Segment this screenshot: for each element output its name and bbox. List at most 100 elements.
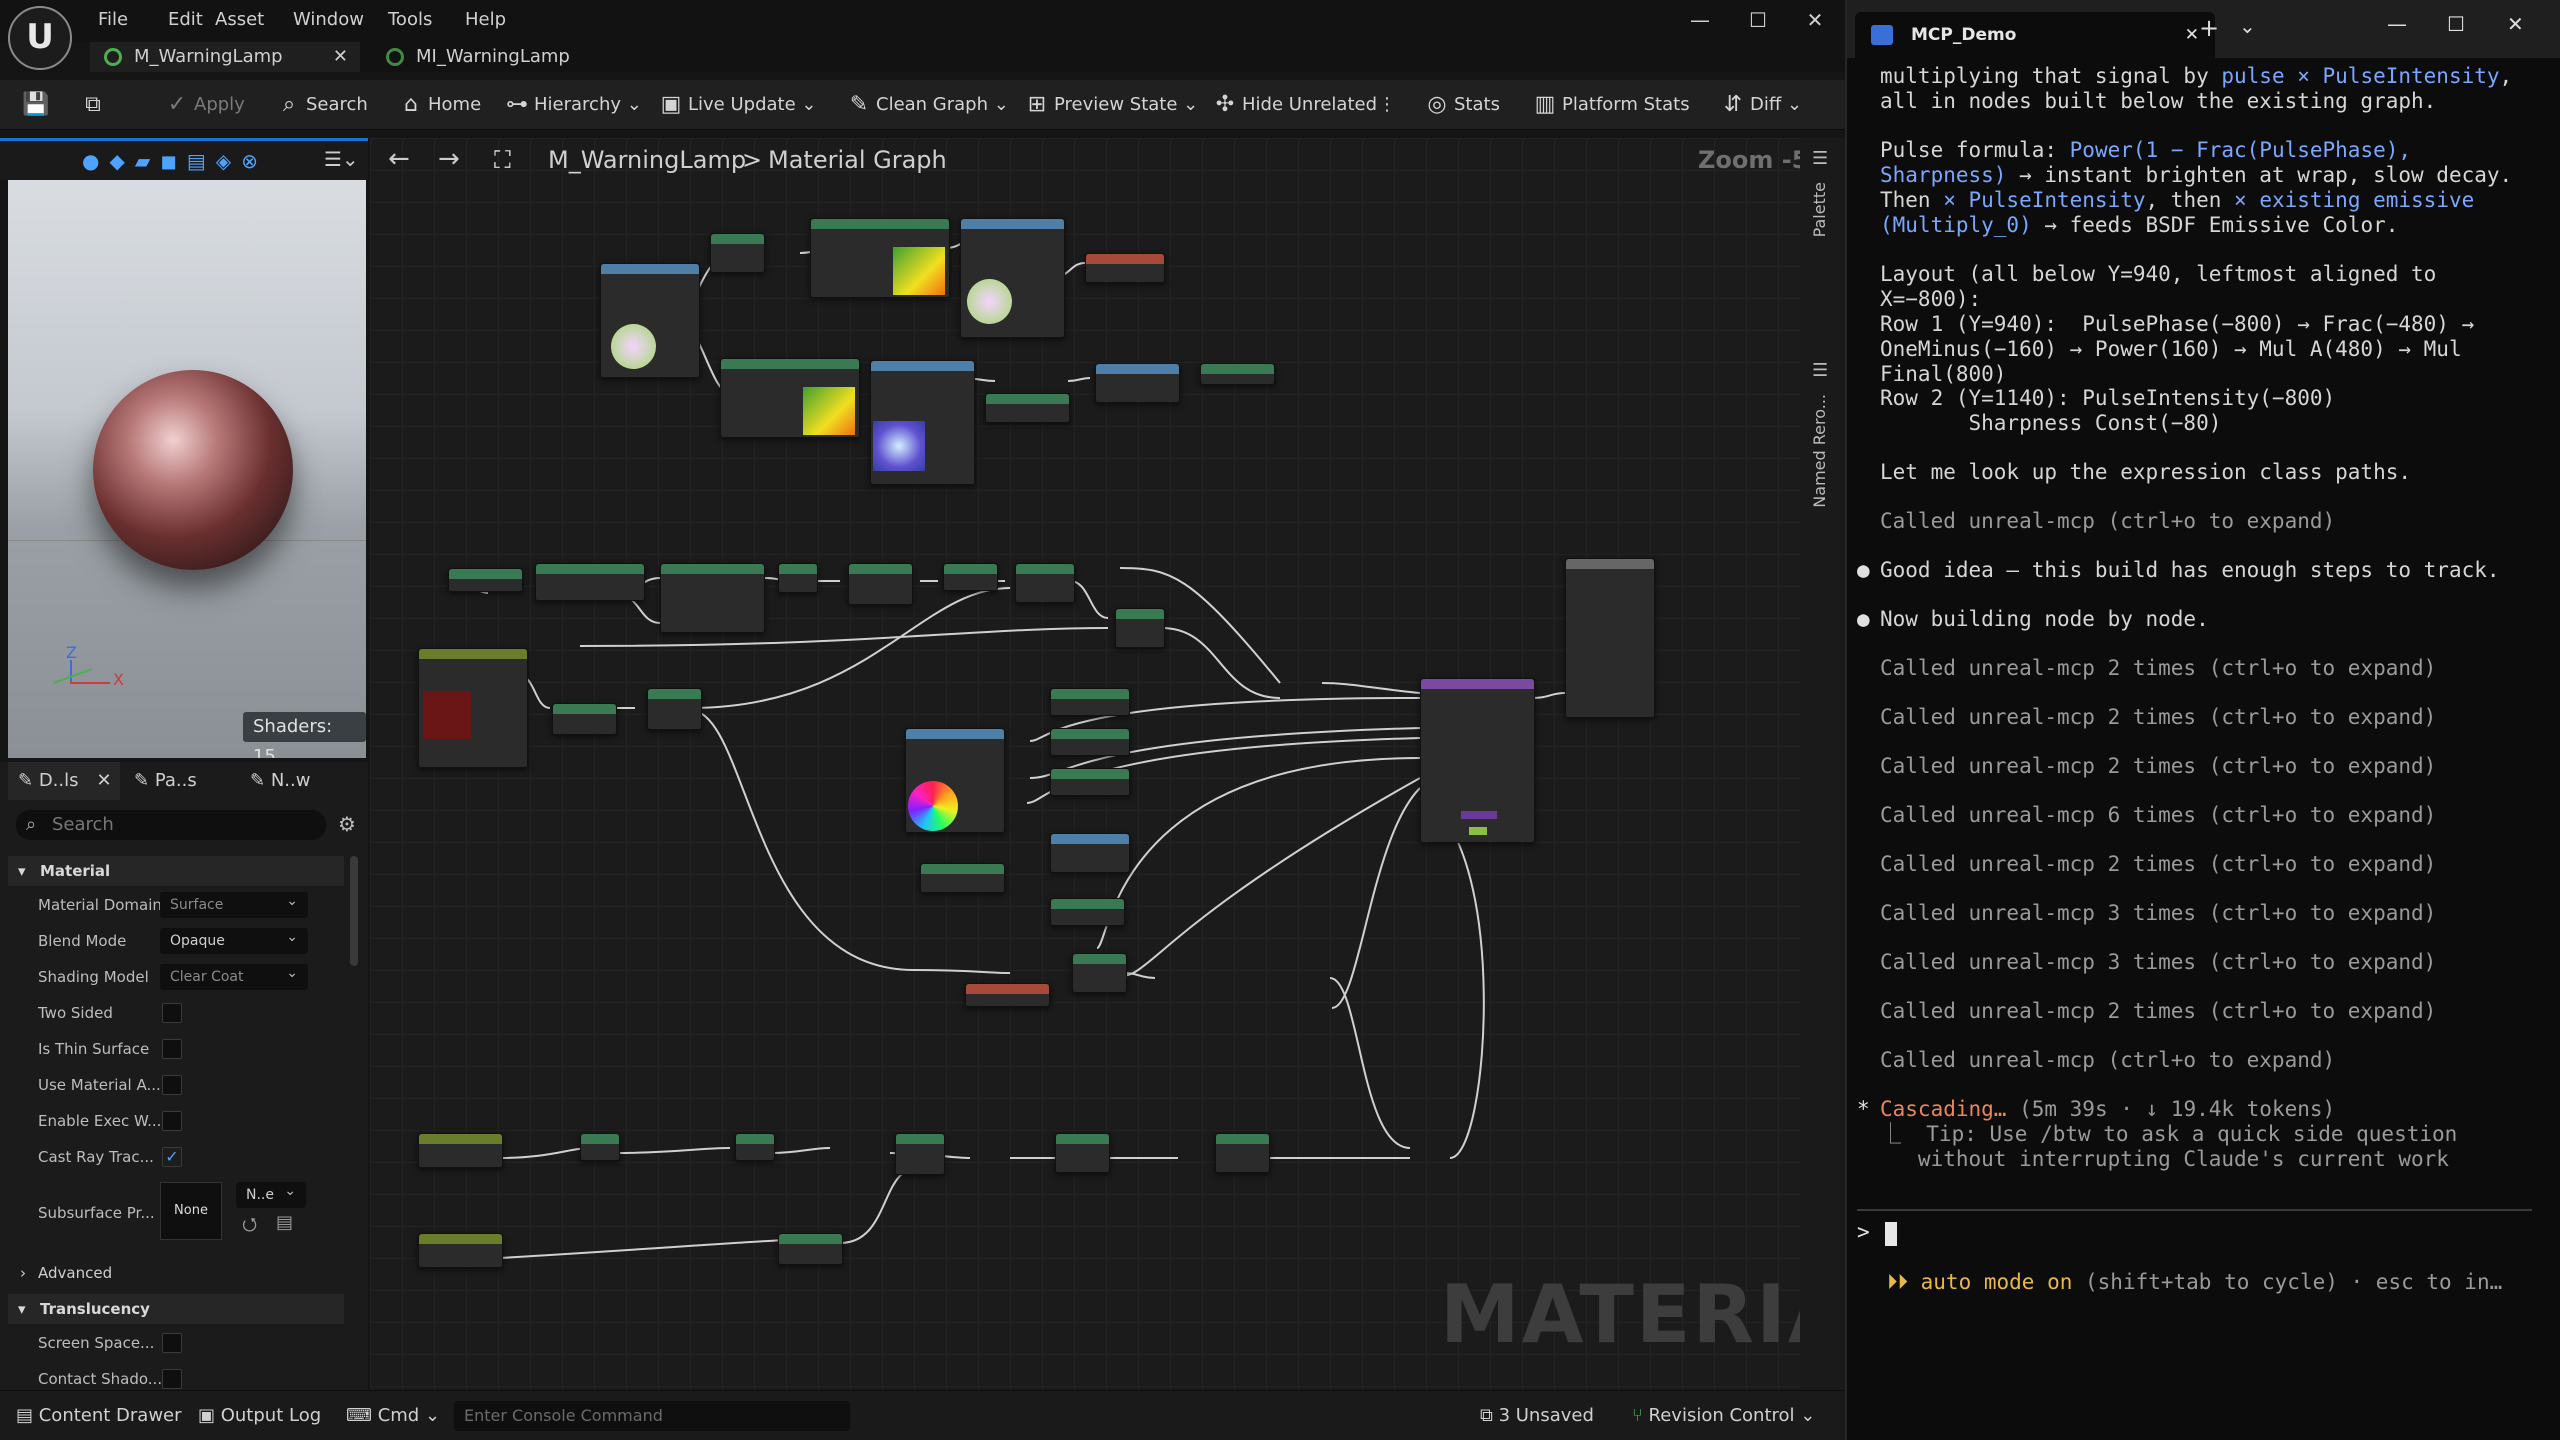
saturate-node[interactable] (943, 563, 998, 591)
menu-window[interactable]: Window (293, 9, 364, 30)
search-button[interactable]: ⌕Search (272, 88, 368, 122)
minimize-icon[interactable]: — (2387, 12, 2407, 36)
add-node[interactable] (1115, 608, 1165, 648)
constant-node[interactable] (920, 863, 1005, 893)
console-command-input[interactable]: Enter Console Command (454, 1401, 850, 1431)
prompt-input[interactable] (1885, 1222, 1897, 1246)
home-button[interactable]: ⌂Home (394, 88, 481, 122)
subsurface-dropdown[interactable]: N..e (236, 1178, 306, 1208)
fresnel-node[interactable] (660, 563, 765, 633)
pulse-intensity-node[interactable] (418, 1233, 503, 1268)
one-minus-node[interactable] (735, 1133, 775, 1161)
material-preview-viewport[interactable]: Z X Shaders: 15 (8, 180, 366, 758)
material-result-node[interactable] (1565, 558, 1655, 718)
flatten-normal-node[interactable] (1050, 833, 1130, 873)
offset-lamp-interior-node[interactable] (1085, 253, 1165, 283)
tool-call-line[interactable]: Called unreal-mcp 2 times (ctrl+o to exp… (1880, 852, 2437, 876)
tool-call-line[interactable]: Called unreal-mcp 6 times (ctrl+o to exp… (1880, 803, 2437, 827)
palette-tab[interactable]: Palette (1810, 182, 1829, 238)
tool-call-line[interactable]: Called unreal-mcp (ctrl+o to expand) (1880, 1048, 2336, 1072)
one-minus-node[interactable] (778, 563, 818, 593)
close-icon[interactable]: ✕ (1806, 8, 1824, 32)
multiply-final-node[interactable] (1215, 1133, 1270, 1173)
contact-shadows-checkbox[interactable] (162, 1369, 182, 1389)
tab-details[interactable]: ✎ D..ls✕ (8, 762, 120, 800)
close-icon[interactable]: ✕ (2507, 12, 2524, 36)
new-tab-icon[interactable]: + (2199, 14, 2220, 42)
flatten-normal-node[interactable] (1095, 363, 1180, 403)
bottom-normal-node[interactable] (1050, 898, 1125, 926)
tab-close-icon[interactable]: ✕ (332, 46, 348, 67)
breadcrumb-asset[interactable]: M_WarningLamp (548, 146, 747, 174)
hide-unrelated-button[interactable]: ✣Hide Unrelated (1208, 88, 1377, 122)
diff-button[interactable]: ⇵Diff ⌄ (1716, 88, 1802, 122)
transform-vector-node[interactable] (535, 563, 645, 601)
frac-node[interactable] (580, 1133, 620, 1161)
cast-ray-traced-checkbox[interactable]: ✓ (162, 1147, 182, 1167)
live-update-button[interactable]: ▣Live Update ⌄ (654, 88, 817, 122)
tool-call-line[interactable]: Called unreal-mcp 3 times (ctrl+o to exp… (1880, 901, 2437, 925)
constant-node[interactable] (1050, 768, 1130, 796)
clean-graph-button[interactable]: ✎Clean Graph ⌄ (842, 88, 1009, 122)
texture-sample-node[interactable] (960, 218, 1065, 338)
bump-offset-node[interactable] (810, 218, 950, 298)
blend-mode-dropdown[interactable]: Opaque (160, 924, 308, 954)
constant-node[interactable] (985, 393, 1070, 423)
stats-button[interactable]: ◎Stats (1420, 88, 1500, 122)
menu-asset[interactable]: Asset (215, 9, 265, 30)
settings-gear-icon[interactable]: ⚙ (338, 812, 356, 836)
named-reroutes-list-icon[interactable]: ☰ (1812, 360, 1829, 381)
forward-arrow-icon[interactable]: → (438, 144, 460, 174)
category-translucency[interactable]: ▾Translucency (8, 1294, 344, 1324)
maximize-icon[interactable]: ☐ (2447, 12, 2465, 36)
back-arrow-icon[interactable]: ← (388, 144, 410, 174)
more-options-icon[interactable]: ⋮ (1378, 94, 1396, 115)
apply-button[interactable]: ✓Apply (160, 88, 245, 122)
tab-m-warninglamp[interactable]: M_WarningLamp ✕ (90, 42, 360, 72)
texture-sample-normal-node[interactable] (870, 360, 975, 485)
platform-stats-button[interactable]: ▥Platform Stats (1528, 88, 1690, 122)
terminal-tab-mcp-demo[interactable]: MCP_Demo ✕ (1855, 12, 2215, 58)
multiply-node[interactable] (1015, 563, 1075, 603)
revision-control-button[interactable]: ⑂ Revision Control ⌄ (1632, 1405, 1816, 1426)
named-reroutes-tab[interactable]: Named Rero... (1810, 394, 1829, 508)
multiply-node[interactable] (1072, 953, 1127, 993)
use-material-attributes-checkbox[interactable] (162, 1075, 182, 1095)
tab-dropdown-icon[interactable]: ⌄ (2239, 14, 2256, 38)
enable-exec-checkbox[interactable] (162, 1111, 182, 1131)
tool-call-line[interactable]: Called unreal-mcp 2 times (ctrl+o to exp… (1880, 754, 2437, 778)
subsurface-thumbnail[interactable]: None (160, 1182, 222, 1240)
bump-offset-node[interactable] (720, 358, 860, 438)
sharpness-constant-node[interactable] (778, 1233, 843, 1265)
viewport-menu-icon[interactable]: ☰⌄ (324, 147, 359, 171)
cmd-dropdown[interactable]: ⌨ Cmd ⌄ (346, 1405, 441, 1426)
thin-surface-checkbox[interactable] (162, 1039, 182, 1059)
menu-tools[interactable]: Tools (388, 9, 433, 30)
menu-edit[interactable]: Edit (168, 9, 203, 30)
multiply-node[interactable] (647, 688, 702, 730)
multiply-a-node[interactable] (1055, 1133, 1110, 1173)
category-material[interactable]: ▾Material (8, 856, 344, 886)
texture-sample-node[interactable] (905, 728, 1005, 833)
menu-help[interactable]: Help (465, 9, 507, 30)
maximize-icon[interactable]: ☐ (1749, 8, 1767, 32)
tab-close-icon[interactable]: ✕ (2184, 25, 2199, 45)
material-domain-dropdown[interactable]: Surface (160, 888, 308, 918)
output-log-button[interactable]: ▣ Output Log (198, 1405, 322, 1426)
material-graph-canvas[interactable]: ← → ⛶ M_WarningLamp > Material Graph Zoo… (370, 138, 1845, 1390)
vector-parameter-node[interactable] (418, 648, 528, 768)
mode-line[interactable]: ⏵⏵ auto mode on (shift+tab to cycle) · e… (1887, 1270, 2503, 1294)
tab-new[interactable]: ✎ N..w (250, 770, 311, 791)
tool-call-line[interactable]: Called unreal-mcp 3 times (ctrl+o to exp… (1880, 950, 2437, 974)
details-search-input[interactable]: ⌕Search (16, 810, 326, 840)
two-sided-checkbox[interactable] (162, 1003, 182, 1023)
palette-list-icon[interactable]: ☰ (1812, 148, 1829, 169)
hierarchy-button[interactable]: ⊶Hierarchy ⌄ (500, 88, 642, 122)
details-scrollbar[interactable] (350, 856, 358, 966)
pulse-phase-node[interactable] (418, 1133, 503, 1168)
tool-call-line[interactable]: Called unreal-mcp 2 times (ctrl+o to exp… (1880, 705, 2437, 729)
power-node[interactable] (895, 1133, 945, 1175)
tool-call-line[interactable]: Called unreal-mcp (ctrl+o to expand) (1880, 509, 2336, 533)
unsaved-button[interactable]: ⧉ 3 Unsaved (1480, 1405, 1594, 1426)
use-selected-icon[interactable]: ⭯ (242, 1214, 258, 1235)
